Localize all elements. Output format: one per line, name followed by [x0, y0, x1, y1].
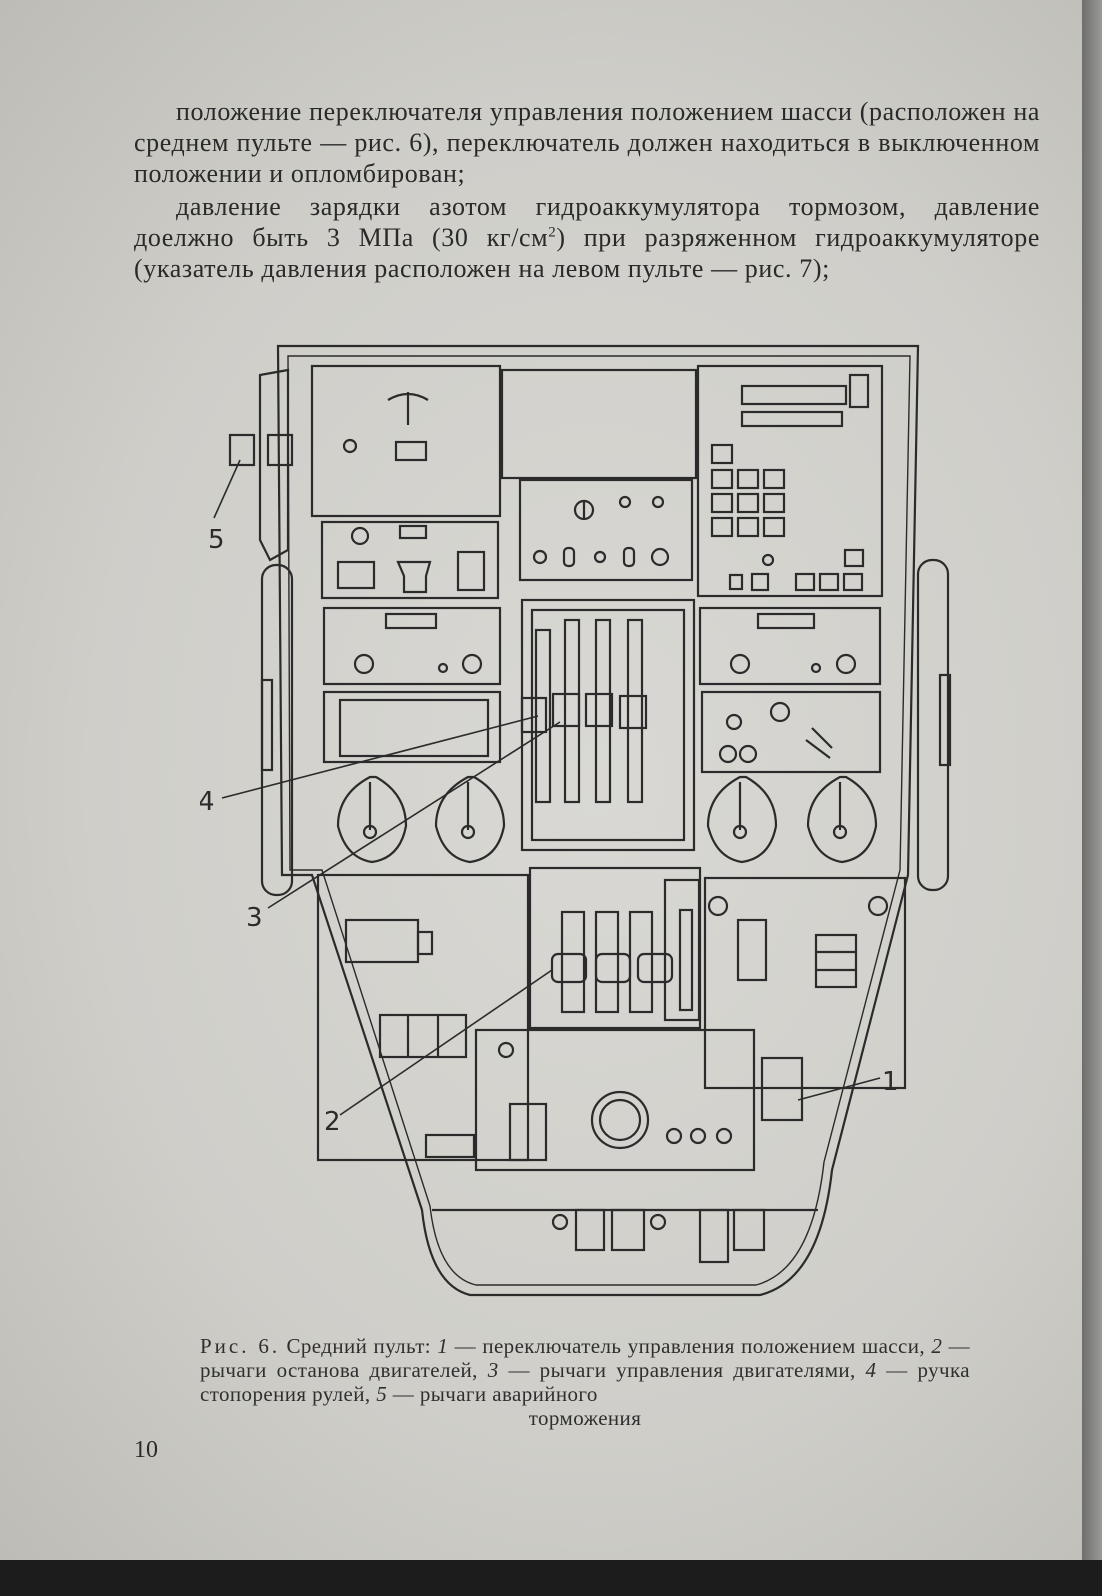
caption-title: Средний пульт:: [286, 1334, 432, 1358]
leader-line-4: [221, 715, 539, 799]
throttle-lever: [626, 618, 644, 804]
left-dial: [336, 775, 408, 864]
emergency-brake-lever: [228, 433, 256, 467]
figure-label-1: 1: [882, 1067, 899, 1097]
caption-item-number: 3: [487, 1358, 499, 1382]
caption-item-text: — рычаги останова двигателей,: [200, 1334, 971, 1382]
right-knob-panel: [700, 690, 882, 774]
left-side-wheel: [260, 563, 294, 897]
caption-item-number: 4: [865, 1358, 877, 1382]
caption-item-number: 1: [437, 1334, 449, 1358]
rudder-lock-handle: [520, 696, 548, 734]
engine-stop-lever: [594, 910, 620, 1014]
figure-label-4: 4: [200, 787, 215, 817]
paragraph-text-part: ) при разряженном гидроаккумуляторе (ука…: [134, 223, 1041, 283]
figure-label-5: 5: [208, 525, 225, 555]
throttle-lever: [594, 618, 612, 804]
caption-item-text: — рычаги управления двигателями,: [508, 1358, 856, 1382]
figure-label-3: 3: [246, 903, 263, 933]
figure-label-2: 2: [324, 1107, 341, 1137]
console-figure: 1 2 3 4 5: [200, 330, 960, 1320]
leader-line-2: [339, 969, 553, 1116]
right-dial: [706, 775, 778, 864]
button-panel: [696, 364, 884, 598]
right-radio-panel: [698, 606, 882, 686]
scanner-bottom-band: [0, 1560, 1102, 1596]
emergency-brake-lever-bracket: [258, 368, 290, 562]
top-middle-panel: [500, 368, 698, 480]
caption-item-text: — ручка стопорения рулей,: [200, 1358, 970, 1406]
left-switch-panel: [320, 520, 500, 600]
leader-line-1: [797, 1077, 881, 1101]
console-outline: [276, 344, 920, 1297]
caption-item-text: — рычаги аварийного: [392, 1382, 598, 1406]
right-dial: [806, 775, 878, 864]
caption-item-text: торможения: [528, 1406, 642, 1430]
engine-stop-quadrant: [528, 866, 702, 1030]
left-radio-panel: [322, 606, 502, 686]
throttle-lever: [563, 618, 581, 804]
console-inner-outline: [287, 355, 911, 1286]
valve-panel: [518, 478, 694, 582]
paragraph-landing-gear-switch: положение переключателя управления полож…: [134, 97, 1040, 188]
throttle-lever: [534, 628, 552, 804]
right-side-wheel: [916, 558, 950, 892]
leader-line-3: [267, 721, 561, 909]
engine-stop-lever: [628, 910, 654, 1014]
caption-item-number: 5: [376, 1382, 388, 1406]
figure-caption: Рис. 6. Средний пульт: 1 — переключатель…: [200, 1334, 970, 1430]
leader-line-5: [213, 459, 241, 519]
lower-left-panel: [316, 873, 530, 1162]
book-page: положение переключателя управления полож…: [0, 0, 1082, 1560]
center-console-drawing: 1 2 3 4 5: [200, 344, 952, 1297]
caption-item-number: 2: [931, 1334, 943, 1358]
superscript: 2: [548, 224, 557, 241]
book-page-edge: [1082, 0, 1102, 1560]
paragraph-text-part: давление зарядки азотом гидроаккумулятор…: [134, 192, 1040, 252]
paragraph-accumulator-pressure: давление зарядки азотом гидроаккумулятор…: [134, 191, 1040, 284]
gauge-panel: [310, 364, 502, 518]
caption-item-text: — переключатель управления положением ша…: [454, 1334, 926, 1358]
landing-gear-switch: [760, 1056, 804, 1122]
lower-right-panel: [703, 876, 907, 1090]
left-dial: [434, 775, 506, 864]
caption-figure-ref: Рис. 6.: [200, 1334, 281, 1358]
left-blank-panel: [322, 690, 502, 764]
page-number: 10: [134, 1437, 158, 1463]
bottom-instrument-panel: [474, 1028, 756, 1172]
engine-stop-lever: [560, 910, 586, 1014]
body-text: положение переключателя управления полож…: [134, 96, 1040, 284]
